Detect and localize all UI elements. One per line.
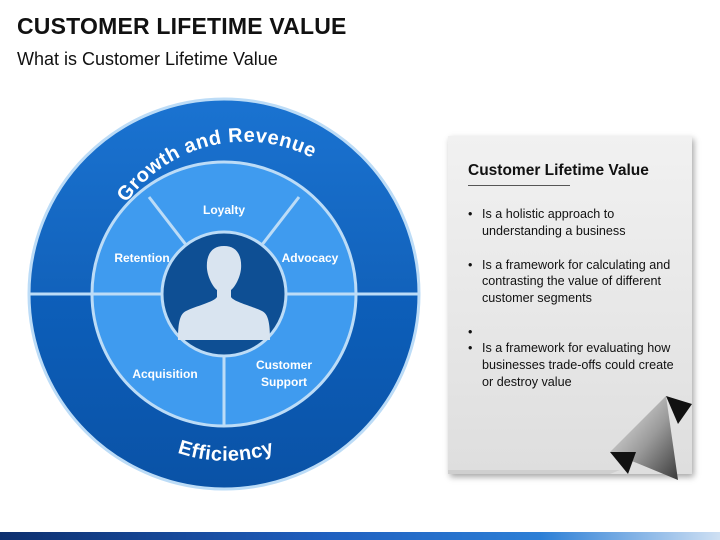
bottom-accent-bar	[0, 532, 720, 540]
panel-bullet-list: Is a holistic approach to understanding …	[468, 206, 688, 407]
panel-bullet: Is a framework for evaluating how busine…	[468, 340, 688, 390]
segment-label-retention: Retention	[114, 251, 169, 265]
panel-bullet: Is a holistic approach to understanding …	[468, 206, 688, 240]
panel-bullet	[468, 324, 688, 341]
panel-title: Customer Lifetime Value	[468, 162, 649, 179]
slide-title: CUSTOMER LIFETIME VALUE	[17, 13, 347, 39]
panel-bullet: Is a framework for calculating and contr…	[468, 257, 688, 307]
person-silhouette-icon	[178, 246, 270, 340]
panel-divider	[468, 185, 570, 186]
segment-label-advocacy: Advocacy	[282, 251, 339, 265]
segment-label-loyalty: Loyalty	[203, 203, 245, 217]
segment-label-customer-support-line1: Customer	[256, 358, 312, 372]
segment-label-customer-support-line2: Support	[261, 375, 307, 389]
segment-label-acquisition: Acquisition	[132, 367, 197, 381]
info-panel: Customer Lifetime Value Is a holistic ap…	[448, 136, 692, 474]
clv-diagram: Loyalty Retention Advocacy Acquisition C…	[27, 97, 421, 491]
slide-subtitle: What is Customer Lifetime Value	[17, 49, 278, 69]
center-disc	[160, 230, 288, 358]
